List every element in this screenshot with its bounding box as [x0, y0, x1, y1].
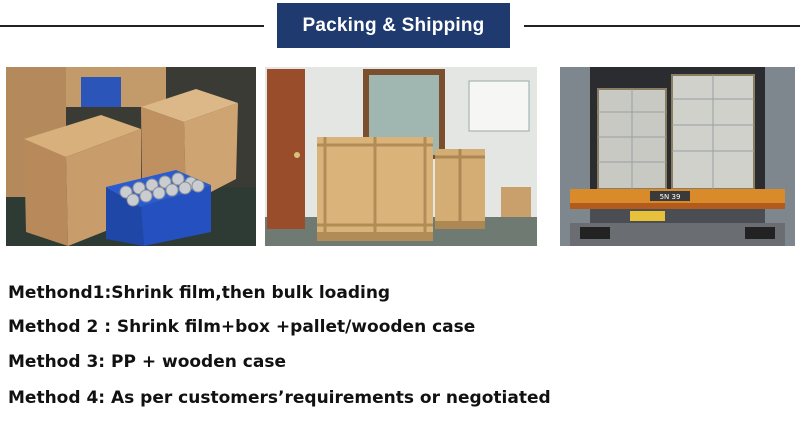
method-1: Methond1:Shrink film,then bulk loading [8, 283, 391, 303]
header-rule-left [0, 25, 264, 27]
photo-truck-loading: 5N 39 [560, 67, 795, 246]
method-3: Method 3: PP + wooden case [8, 352, 286, 372]
photo-cardboard-boxes [6, 67, 256, 246]
header-rule-right [524, 25, 800, 27]
section-title-banner: Packing & Shipping [277, 3, 510, 48]
method-2: Method 2 : Shrink film+box +pallet/woode… [8, 317, 476, 337]
truck-plate: 5N 39 [660, 193, 681, 201]
method-4: Method 4: As per customers’requirements … [8, 388, 551, 408]
photo-wooden-cases [265, 67, 537, 246]
